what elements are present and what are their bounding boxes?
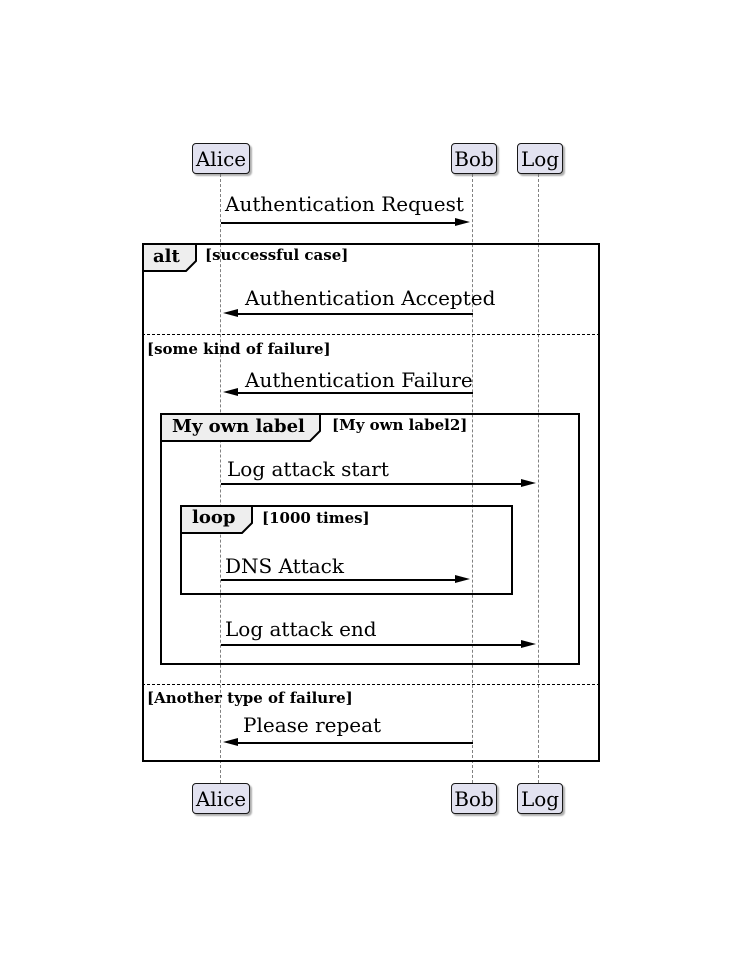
alt-guard-successful-case: [successful case] xyxy=(205,246,349,264)
alt-tab-label: alt xyxy=(153,246,180,267)
participant-bob-bottom: Bob xyxy=(451,783,497,814)
message-line xyxy=(237,392,473,394)
message-line xyxy=(221,483,523,485)
arrowhead-right-icon xyxy=(521,479,536,487)
group-guard: [My own label2] xyxy=(332,416,468,434)
message-line xyxy=(221,222,457,224)
participant-bob-top: Bob xyxy=(451,143,497,174)
loop-guard: [1000 times] xyxy=(262,509,370,527)
arrowhead-left-icon xyxy=(223,738,238,746)
participant-log-top: Log xyxy=(517,143,563,174)
participant-label: Log xyxy=(520,786,560,811)
participant-label: Bob xyxy=(454,146,494,171)
message-line xyxy=(237,313,473,315)
arrowhead-right-icon xyxy=(455,575,470,583)
participant-label: Alice xyxy=(195,786,247,811)
loop-tab xyxy=(180,505,253,534)
message-label-auth-accepted: Authentication Accepted xyxy=(245,286,496,310)
lifeline-bob xyxy=(472,174,473,783)
group-tab-label: My own label xyxy=(172,416,305,437)
group-tab xyxy=(160,413,321,442)
message-line xyxy=(237,742,473,744)
message-label-auth-request: Authentication Request xyxy=(225,192,464,216)
participant-label: Bob xyxy=(454,786,494,811)
participant-label: Alice xyxy=(195,146,247,171)
arrowhead-right-icon xyxy=(455,218,470,226)
message-label-dns-attack: DNS Attack xyxy=(225,554,345,578)
arrowhead-right-icon xyxy=(521,640,536,648)
lifeline-log xyxy=(538,174,539,783)
arrowhead-left-icon xyxy=(223,388,238,396)
alt-section-divider-1 xyxy=(142,334,600,335)
message-line xyxy=(221,644,523,646)
loop-frame xyxy=(180,505,513,595)
group-frame xyxy=(160,413,580,665)
alt-section-divider-2 xyxy=(142,684,600,685)
message-line xyxy=(221,579,457,581)
lifeline-alice xyxy=(220,174,221,783)
loop-tab-label: loop xyxy=(192,507,236,528)
message-label-auth-failure: Authentication Failure xyxy=(245,368,473,392)
message-label-log-attack-end: Log attack end xyxy=(225,617,377,641)
alt-tab xyxy=(142,243,197,272)
message-label-please-repeat: Please repeat xyxy=(243,713,382,737)
participant-label: Log xyxy=(520,146,560,171)
arrowhead-left-icon xyxy=(223,309,238,317)
message-label-log-attack-start: Log attack start xyxy=(227,457,389,481)
participant-alice-bottom: Alice xyxy=(192,783,250,814)
participant-alice-top: Alice xyxy=(192,143,250,174)
alt-guard-some-kind-of-failure: [some kind of failure] xyxy=(147,340,331,358)
participant-log-bottom: Log xyxy=(517,783,563,814)
alt-frame xyxy=(142,243,600,762)
alt-guard-another-type-of-failure: [Another type of failure] xyxy=(147,689,353,707)
